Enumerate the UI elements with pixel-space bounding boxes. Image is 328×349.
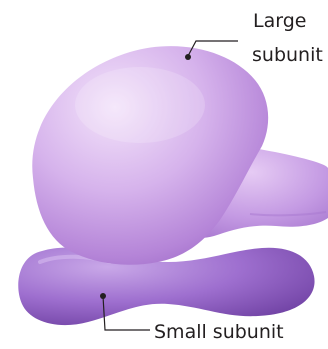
- small-subunit-label: Small subunit: [154, 321, 284, 343]
- large-subunit-label-line2: subunit: [252, 44, 323, 66]
- small-subunit-pointer-dot: [100, 293, 106, 299]
- large-subunit: [32, 46, 328, 265]
- large-subunit-label-line1: Large: [253, 10, 306, 32]
- large-subunit-pointer-dot: [185, 54, 191, 60]
